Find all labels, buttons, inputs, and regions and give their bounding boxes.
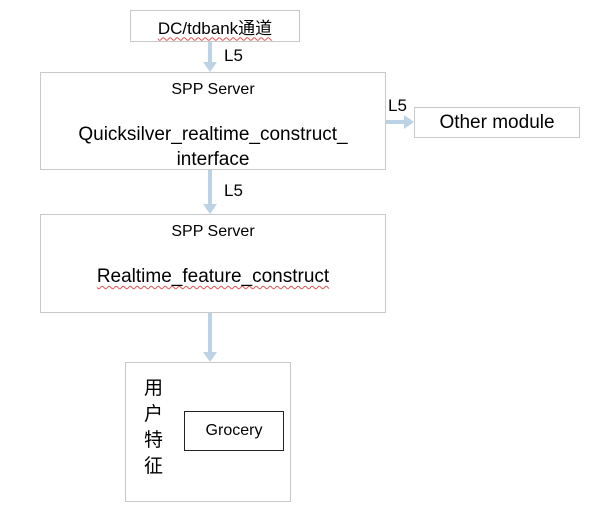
feature-char: 征 bbox=[144, 455, 164, 477]
other-module-label: Other module bbox=[439, 111, 555, 133]
grocery-node: Grocery bbox=[184, 411, 284, 451]
spp-server-node-2: SPP Server Realtime_feature_construct bbox=[40, 214, 386, 313]
server1-type-label: SPP Server bbox=[171, 81, 255, 98]
server1-name-line2: interface bbox=[176, 149, 250, 170]
server2-name: Realtime_feature_construct bbox=[96, 266, 330, 287]
arrow-server1-to-other bbox=[386, 115, 414, 129]
source-node: DC/tdbank通道 bbox=[130, 10, 300, 42]
spp-server-node-1: SPP Server Quicksilver_realtime_construc… bbox=[40, 72, 386, 170]
feature-char: 户 bbox=[144, 403, 164, 425]
feature-char: 特 bbox=[144, 429, 164, 451]
edge-label-server1-to-other: L5 bbox=[388, 96, 407, 115]
user-feature-label: 用 户 特 征 bbox=[144, 375, 168, 479]
server2-type-label: SPP Server bbox=[171, 223, 255, 240]
grocery-label: Grocery bbox=[205, 422, 263, 439]
feature-char: 用 bbox=[144, 377, 164, 399]
user-feature-store-node: 用 户 特 征 bbox=[125, 362, 291, 502]
edge-label-server1-to-server2: L5 bbox=[224, 181, 243, 200]
server2-name-wrap: Realtime_feature_construct bbox=[41, 264, 385, 289]
edge-label-source-to-server1: L5 bbox=[224, 46, 243, 65]
source-label: DC/tdbank通道 bbox=[157, 18, 273, 38]
other-module-node: Other module bbox=[414, 107, 580, 138]
arrow-server1-to-server2 bbox=[203, 170, 217, 214]
server1-name: Quicksilver_realtime_construct_ interfac… bbox=[41, 122, 385, 172]
server1-name-line1: Quicksilver_realtime_construct_ bbox=[78, 124, 348, 145]
arrow-server2-to-feature-store bbox=[203, 313, 217, 362]
arrow-source-to-server1 bbox=[203, 42, 217, 72]
